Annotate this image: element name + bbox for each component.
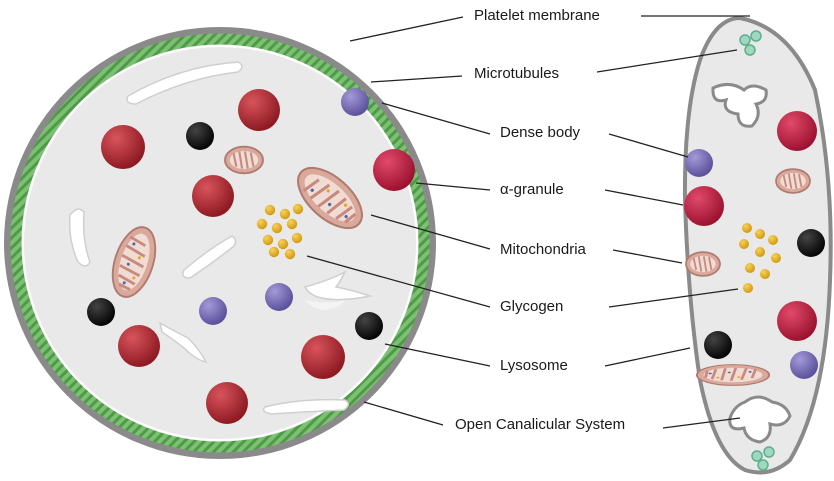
platelet-cross-section xyxy=(4,27,436,459)
leader-ocs-left xyxy=(364,402,443,425)
leader-membrane-left xyxy=(350,17,463,41)
label-dense-body: Dense body xyxy=(500,124,580,142)
label-platelet-membrane: Platelet membrane xyxy=(474,7,600,25)
leader-microtubules-left xyxy=(371,76,462,82)
label-open-canalicular-system: Open Canalicular System xyxy=(455,416,625,434)
label-lysosome: Lysosome xyxy=(500,357,568,375)
leader-mitochondria-right xyxy=(613,250,682,263)
label-glycogen: Glycogen xyxy=(500,298,563,316)
platelet-side-view xyxy=(684,18,831,472)
label-mitochondria: Mitochondria xyxy=(500,241,586,259)
leader-lysosome-right xyxy=(605,348,690,366)
label-microtubules: Microtubules xyxy=(474,65,559,83)
label-alpha-granule: α-granule xyxy=(500,181,564,199)
leader-dense-body-right xyxy=(609,134,688,157)
leader-alpha-granule-right xyxy=(605,190,683,205)
